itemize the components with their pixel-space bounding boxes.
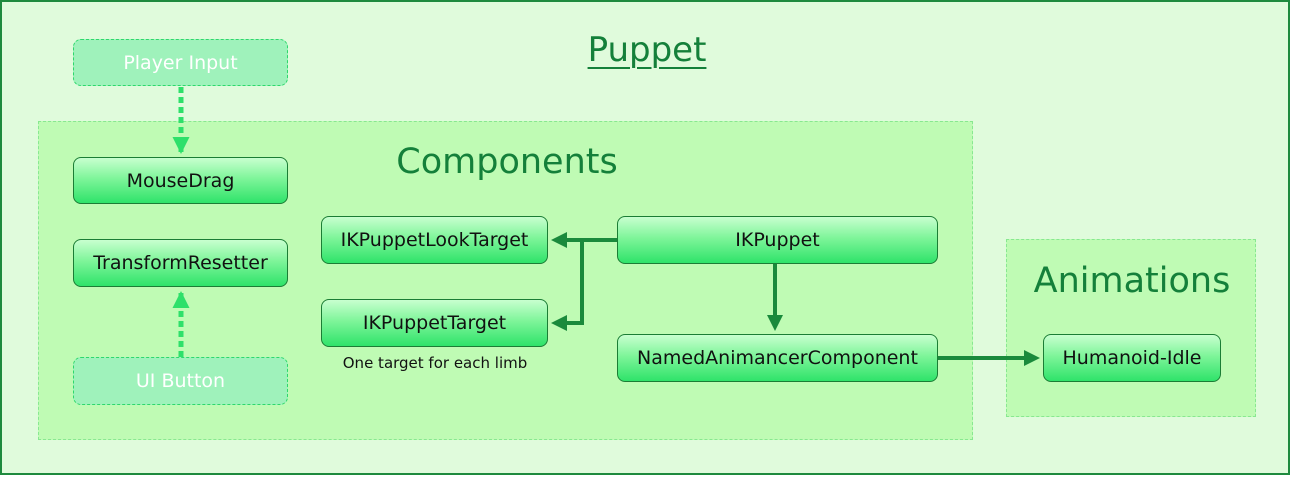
node-ui-button[interactable]: UI Button	[73, 357, 288, 405]
limb-target-note: One target for each limb	[342, 354, 528, 372]
node-humanoid-idle[interactable]: Humanoid-Idle	[1043, 334, 1221, 382]
node-ikpuppetlooktarget[interactable]: IKPuppetLookTarget	[321, 216, 548, 264]
node-namedanimancercomponent[interactable]: NamedAnimancerComponent	[617, 334, 938, 382]
node-player-input[interactable]: Player Input	[73, 39, 288, 86]
node-mousedrag[interactable]: MouseDrag	[73, 157, 288, 204]
diagram-title: Puppet	[587, 30, 707, 70]
node-ikpuppettarget[interactable]: IKPuppetTarget	[321, 299, 548, 347]
node-transformresetter[interactable]: TransformResetter	[73, 239, 288, 287]
components-group-title: Components	[396, 142, 618, 182]
animations-group	[1006, 239, 1256, 417]
animations-group-title: Animations	[1033, 261, 1231, 301]
node-ikpuppet[interactable]: IKPuppet	[617, 216, 938, 264]
